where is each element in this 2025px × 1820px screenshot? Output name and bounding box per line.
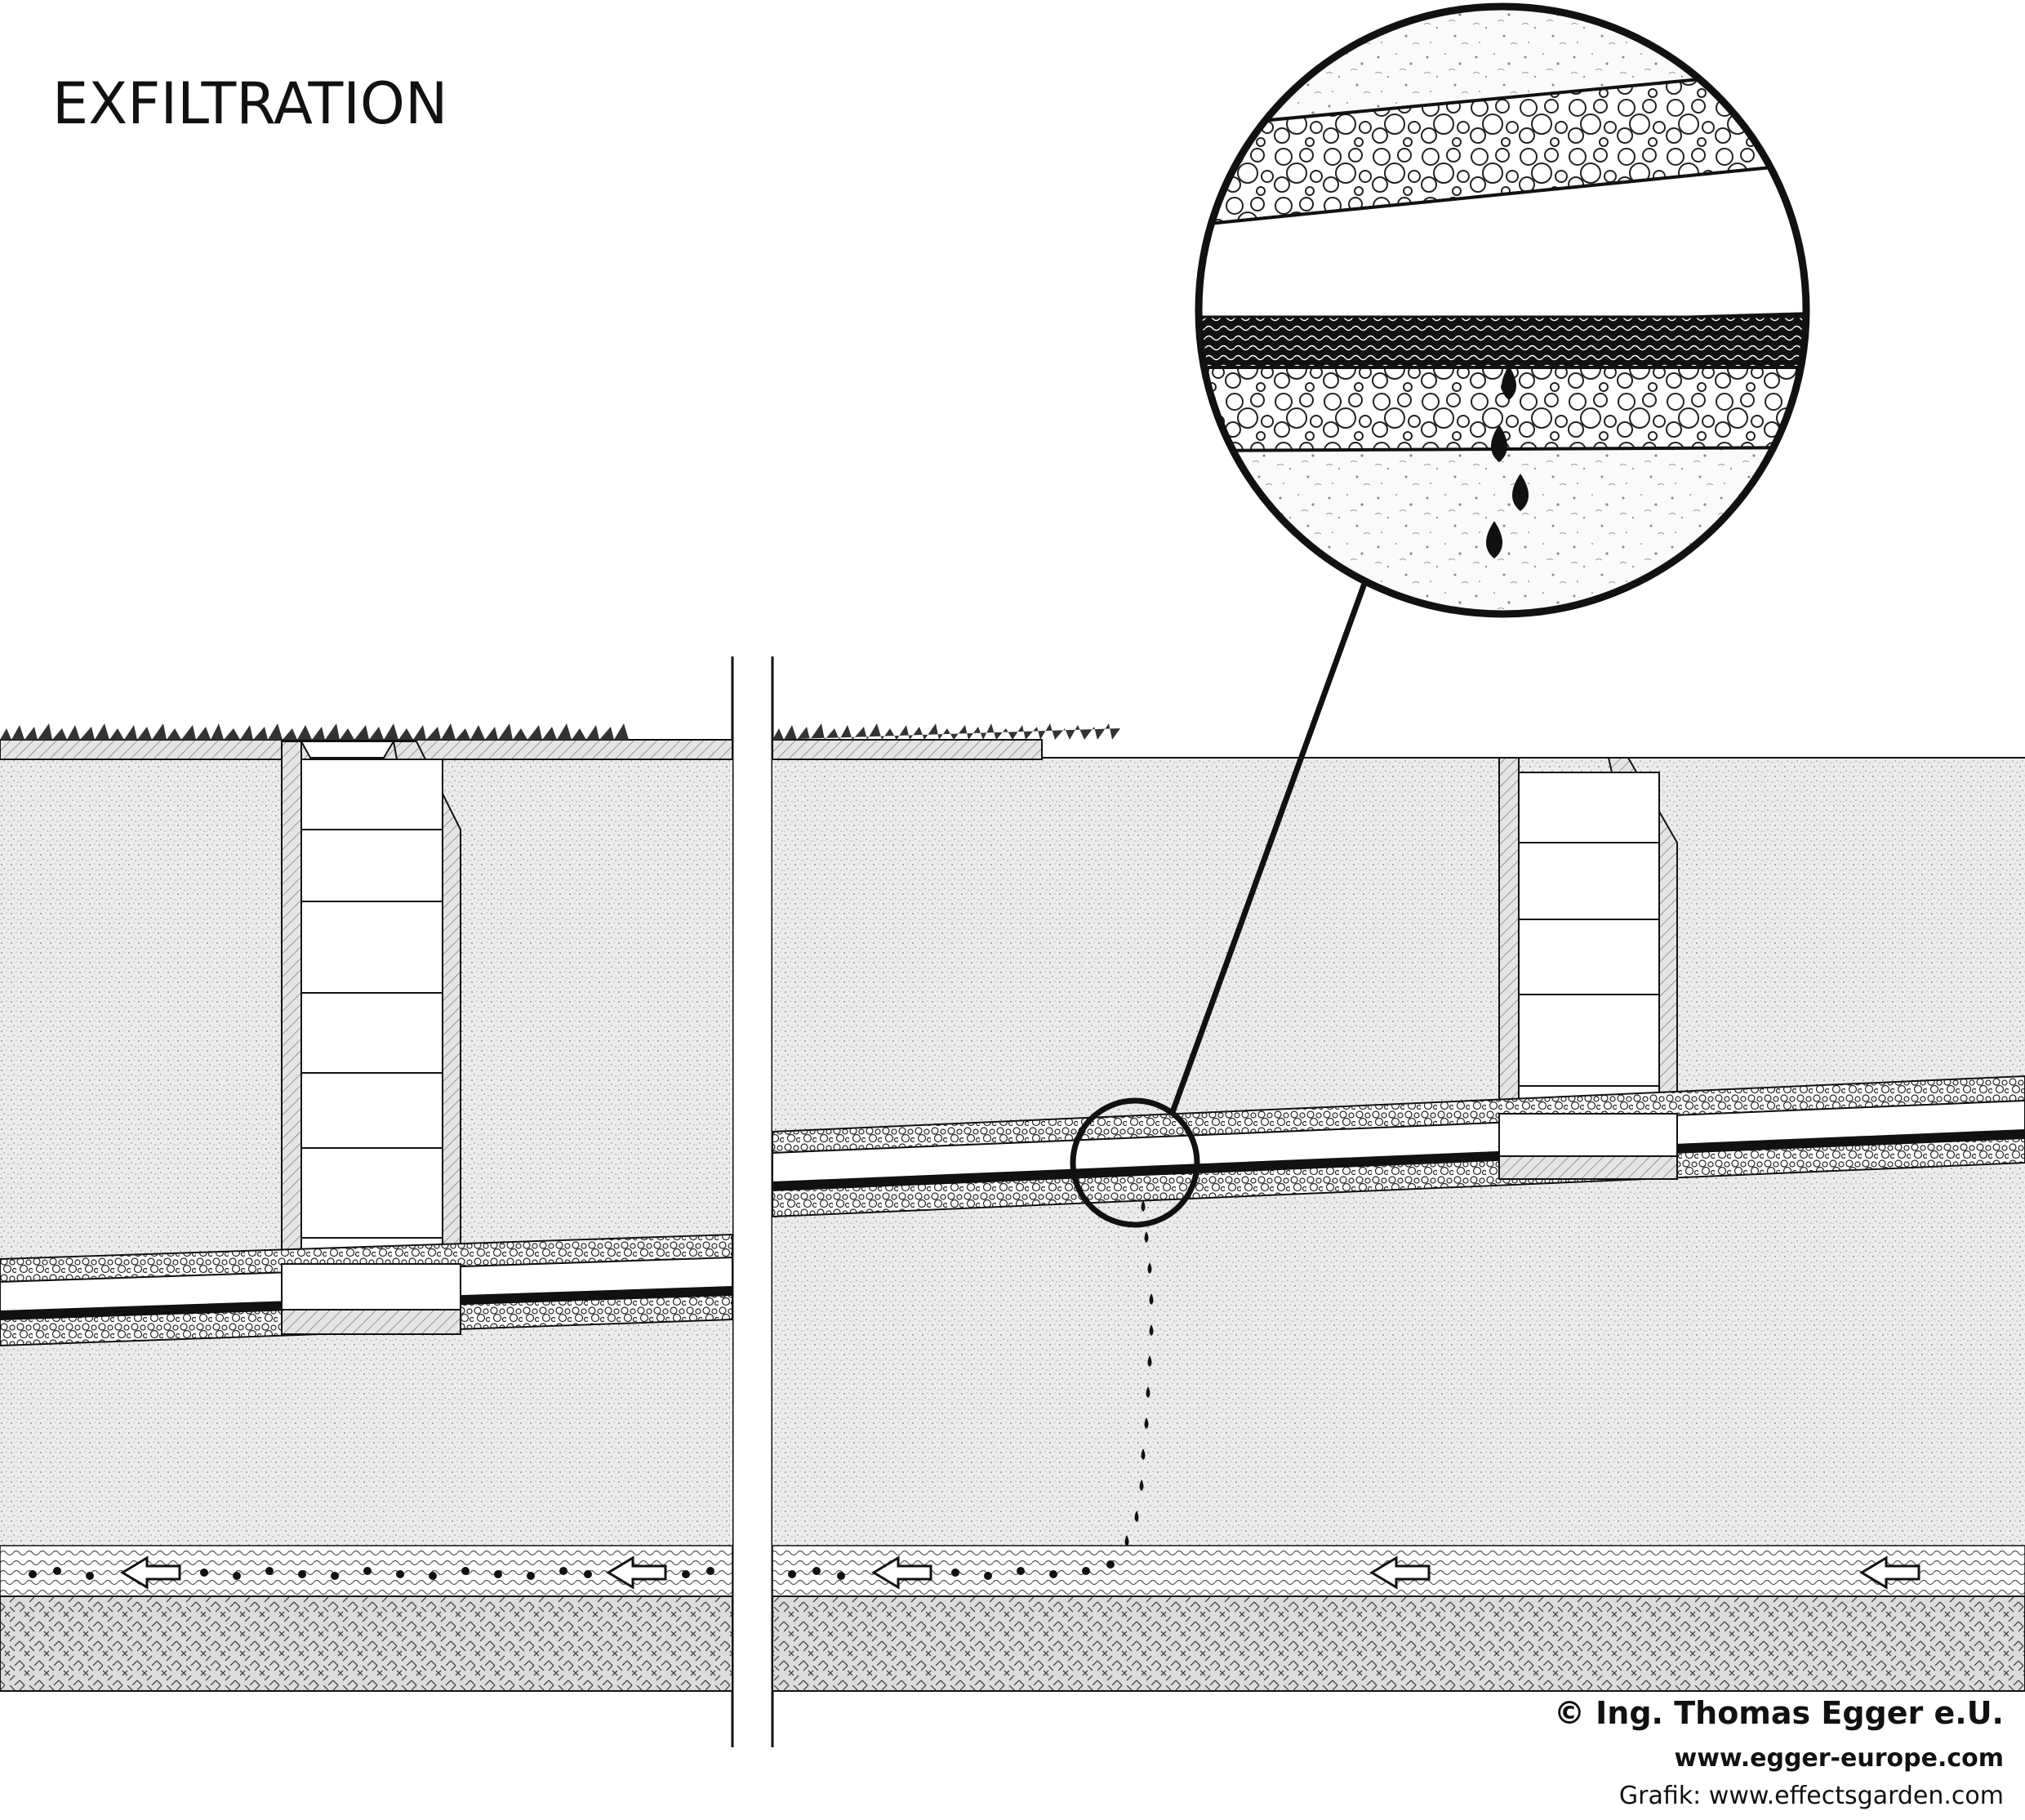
left-panel bbox=[0, 723, 733, 1692]
right-manhole-footing bbox=[1498, 1155, 1678, 1180]
detail-upper-gravel bbox=[1199, 66, 1806, 228]
right-flow-arrow-icon-2 bbox=[1369, 1555, 1431, 1590]
right-topsoil bbox=[772, 739, 1043, 760]
detail-marker bbox=[1070, 1097, 1200, 1228]
right-flow-arrow-icon-3 bbox=[1859, 1555, 1920, 1590]
detail-pipe-liner bbox=[1199, 315, 1806, 369]
detail-leader-line bbox=[1169, 580, 1369, 1114]
graphic-credit-text: Grafik: www.effectsgarden.com bbox=[1618, 1782, 2004, 1810]
right-flow-arrow-icon-1 bbox=[871, 1555, 932, 1590]
left-flow-arrow-icon-1 bbox=[120, 1555, 181, 1590]
left-manhole-cover bbox=[300, 741, 395, 759]
left-contaminant-drops bbox=[29, 1567, 714, 1580]
right-manhole-wall-left bbox=[1498, 757, 1520, 1115]
copyright-text: © Ing. Thomas Egger e.U. bbox=[1553, 1695, 2004, 1731]
left-manhole-shaft bbox=[300, 759, 443, 1265]
water-drop-icon bbox=[1491, 425, 1507, 462]
right-bedrock bbox=[772, 1595, 2025, 1692]
left-flow-arrow-icon-2 bbox=[606, 1555, 667, 1590]
detail-magnifier bbox=[1195, 2, 1810, 618]
left-bedrock bbox=[0, 1595, 733, 1692]
right-leak-drops bbox=[1124, 1200, 1154, 1546]
right-pipe-bedding-top bbox=[772, 1075, 2025, 1155]
left-manhole-wall-left bbox=[281, 741, 302, 1265]
detail-lower-gravel bbox=[1199, 366, 1806, 453]
right-contaminant-drops bbox=[788, 1560, 1115, 1580]
right-panel bbox=[772, 2, 2025, 1692]
detail-pipe-interior bbox=[1199, 161, 1806, 334]
water-drop-icon bbox=[1486, 521, 1502, 558]
water-drop-icon bbox=[1502, 366, 1516, 400]
left-grass-icon bbox=[0, 723, 629, 740]
page-title: EXFILTRATION bbox=[52, 70, 448, 137]
water-drop-icon bbox=[1512, 474, 1529, 511]
water-drop-icon-group bbox=[1486, 366, 1529, 558]
right-manhole-shaft bbox=[1518, 772, 1660, 1115]
left-manhole-footing bbox=[281, 1309, 461, 1335]
right-grass-icon bbox=[772, 723, 1120, 740]
website-text: www.egger-europe.com bbox=[1674, 1744, 2005, 1773]
right-pipe-liner bbox=[772, 1130, 2025, 1190]
